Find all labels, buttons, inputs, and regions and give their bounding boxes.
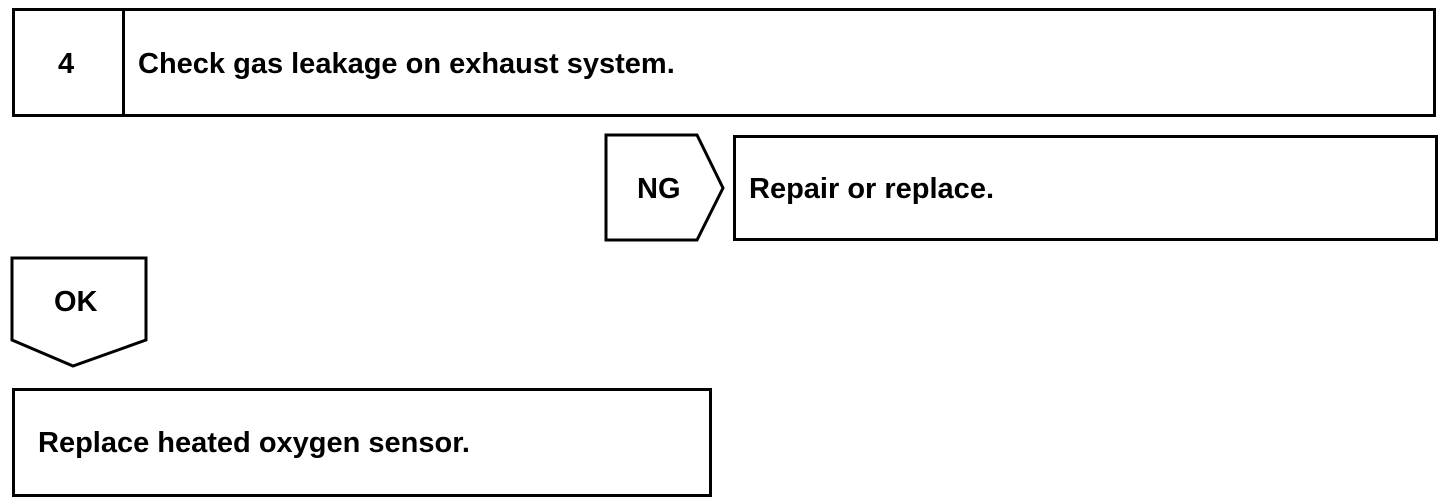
step-header-box [12, 8, 1436, 117]
step-title: Check gas leakage on exhaust system. [138, 48, 675, 80]
step-number-divider [122, 8, 125, 117]
ok-action-text: Replace heated oxygen sensor. [38, 427, 470, 459]
ng-action-box [733, 135, 1438, 241]
ng-label: NG [637, 173, 681, 205]
ng-action-text: Repair or replace. [749, 173, 994, 205]
ok-action-box [12, 388, 712, 497]
ok-label: OK [54, 286, 98, 318]
step-number: 4 [58, 48, 75, 80]
